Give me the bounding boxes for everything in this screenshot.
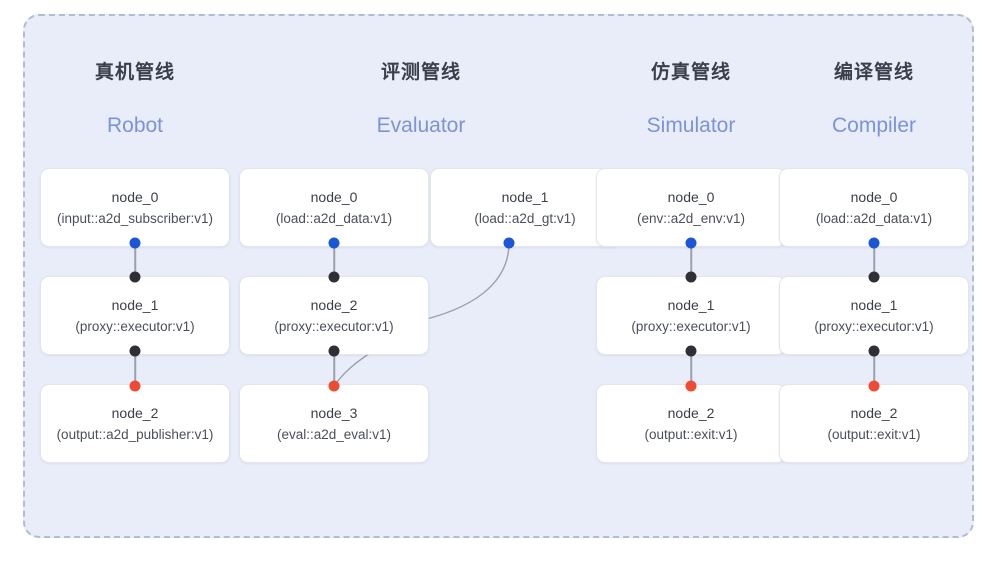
port-output-evaluator-1[interactable]: [328, 345, 340, 357]
node-name: node_2: [850, 404, 898, 421]
node-evaluator-1[interactable]: node_2 (proxy::executor:v1): [239, 276, 429, 355]
node-evaluator-gt[interactable]: node_1 (load::a2d_gt:v1): [430, 168, 620, 247]
port-input-compiler-1[interactable]: [868, 271, 880, 283]
column-title-cn-simulator: 仿真管线: [650, 62, 731, 83]
node-spec: (load::a2d_gt:v1): [474, 210, 576, 226]
node-spec: (output::a2d_publisher:v1): [56, 426, 214, 442]
node-spec: (env::a2d_env:v1): [636, 210, 746, 226]
node-compiler-2[interactable]: node_2 (output::exit:v1): [779, 384, 969, 463]
node-name: node_0: [850, 188, 898, 205]
node-compiler-0[interactable]: node_0 (load::a2d_data:v1): [779, 168, 969, 247]
node-compiler-1[interactable]: node_1 (proxy::executor:v1): [779, 276, 969, 355]
node-name: node_1: [667, 296, 715, 313]
edge-evaluator-1-2: [333, 350, 335, 386]
node-simulator-0[interactable]: node_0 (env::a2d_env:v1): [596, 168, 786, 247]
node-spec: (proxy::executor:v1): [631, 318, 751, 334]
node-evaluator-2[interactable]: node_3 (eval::a2d_eval:v1): [239, 384, 429, 463]
edge-compiler-0-1: [873, 242, 875, 278]
node-spec: (load::a2d_data:v1): [815, 210, 933, 226]
column-header-evaluator: 评测管线 Evaluator: [321, 62, 521, 138]
node-spec: (output::exit:v1): [644, 426, 738, 442]
edge-simulator-0-1: [690, 242, 692, 278]
port-output-compiler-1[interactable]: [868, 345, 880, 357]
column-header-robot: 真机管线 Robot: [35, 62, 235, 138]
edge-robot-0-1: [134, 242, 136, 278]
port-input-evaluator-1[interactable]: [328, 271, 340, 283]
port-input-simulator-2[interactable]: [685, 380, 697, 392]
port-output-evaluator-0[interactable]: [328, 237, 340, 249]
port-input-compiler-2[interactable]: [868, 380, 880, 392]
node-name: node_3: [310, 404, 358, 421]
column-title-cn-evaluator: 评测管线: [380, 62, 461, 83]
node-simulator-2[interactable]: node_2 (output::exit:v1): [596, 384, 786, 463]
port-output-simulator-1[interactable]: [685, 345, 697, 357]
port-output-compiler-0[interactable]: [868, 237, 880, 249]
column-title-cn-compiler: 编译管线: [833, 62, 914, 83]
port-input-simulator-1[interactable]: [685, 271, 697, 283]
node-robot-0[interactable]: node_0 (input::a2d_subscriber:v1): [40, 168, 230, 247]
edge-compiler-1-2: [873, 350, 875, 386]
node-spec: (load::a2d_data:v1): [275, 210, 393, 226]
edge-evaluator-0-1: [333, 242, 335, 278]
node-spec: (input::a2d_subscriber:v1): [56, 210, 214, 226]
node-simulator-1[interactable]: node_1 (proxy::executor:v1): [596, 276, 786, 355]
node-name: node_0: [310, 188, 358, 205]
column-header-simulator: 仿真管线 Simulator: [591, 62, 791, 138]
node-name: node_2: [310, 296, 358, 313]
column-title-en-robot: Robot: [106, 114, 164, 137]
node-name: node_0: [667, 188, 715, 205]
port-input-evaluator-2[interactable]: [328, 380, 340, 392]
edge-simulator-1-2: [690, 350, 692, 386]
column-title-en-evaluator: Evaluator: [376, 114, 466, 137]
node-name: node_1: [111, 296, 159, 313]
node-spec: (output::exit:v1): [827, 426, 921, 442]
node-name: node_2: [111, 404, 159, 421]
node-spec: (proxy::executor:v1): [814, 318, 934, 334]
port-input-robot-1[interactable]: [129, 271, 141, 283]
port-output-simulator-0[interactable]: [685, 237, 697, 249]
node-name: node_1: [850, 296, 898, 313]
port-input-robot-2[interactable]: [129, 380, 141, 392]
node-spec: (proxy::executor:v1): [75, 318, 195, 334]
node-name: node_2: [667, 404, 715, 421]
column-title-en-simulator: Simulator: [646, 114, 736, 137]
column-title-cn-robot: 真机管线: [94, 62, 175, 83]
node-robot-2[interactable]: node_2 (output::a2d_publisher:v1): [40, 384, 230, 463]
node-spec: (proxy::executor:v1): [274, 318, 394, 334]
port-output-robot-0[interactable]: [129, 237, 141, 249]
node-evaluator-0[interactable]: node_0 (load::a2d_data:v1): [239, 168, 429, 247]
node-robot-1[interactable]: node_1 (proxy::executor:v1): [40, 276, 230, 355]
node-name: node_0: [111, 188, 159, 205]
column-title-en-compiler: Compiler: [831, 114, 917, 137]
port-output-robot-1[interactable]: [129, 345, 141, 357]
node-name: node_1: [501, 188, 549, 205]
node-spec: (eval::a2d_eval:v1): [276, 426, 392, 442]
column-header-compiler: 编译管线 Compiler: [774, 62, 974, 138]
port-output-evaluator-gt[interactable]: [503, 237, 515, 249]
edge-robot-1-2: [134, 350, 136, 386]
